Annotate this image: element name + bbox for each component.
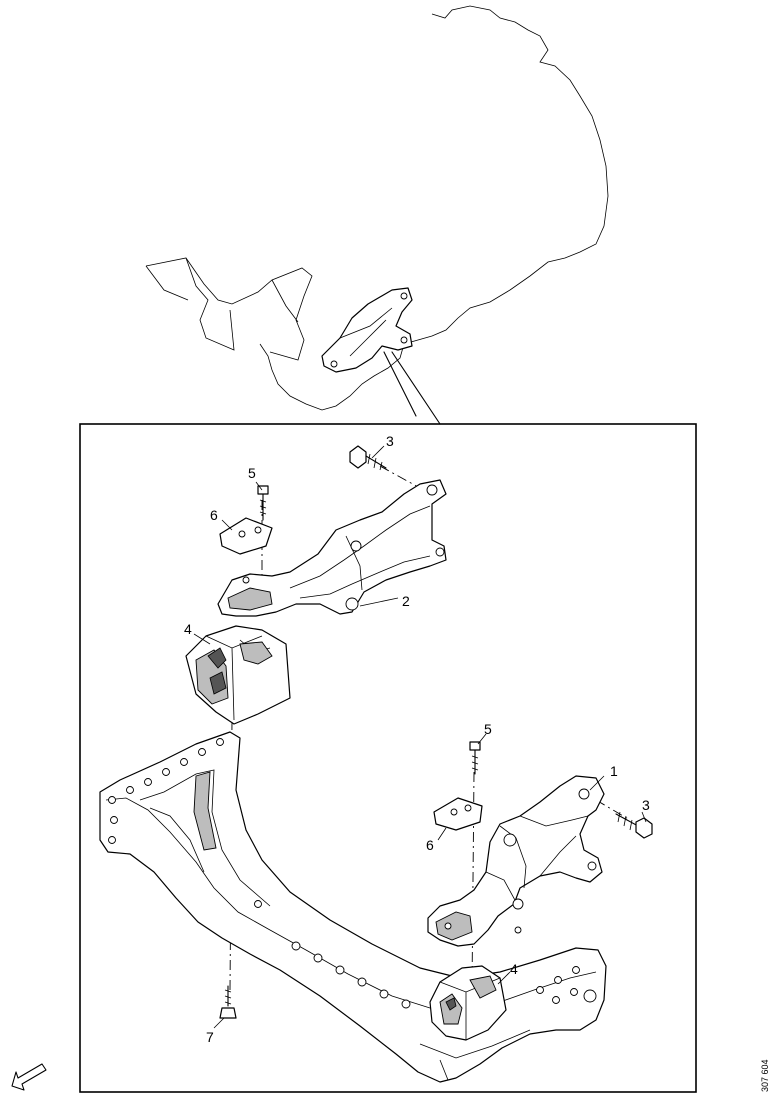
- detail-frame: [79, 423, 697, 1093]
- callout-plate-right: 6: [426, 837, 434, 853]
- mount-right-part: [429, 965, 507, 1041]
- callout-screw-right: 5: [484, 721, 492, 737]
- detail-leader: [383, 351, 441, 425]
- callout-plate-left: 6: [210, 507, 218, 523]
- callout-mount-left: 4: [184, 621, 192, 637]
- callout-bracket-rear: 1: [610, 763, 618, 779]
- bracket-front-part: [217, 479, 447, 617]
- callout-bolt-right: 3: [642, 797, 650, 813]
- cross-member: [99, 731, 607, 1083]
- callout-leaders: [193, 445, 647, 1029]
- callout-mount-right: 4: [510, 961, 518, 977]
- document-number: 307 604: [760, 1059, 770, 1092]
- bolt-upper-part: [349, 445, 387, 471]
- direction-arrow-icon: [11, 1063, 47, 1091]
- plate-upper-part: [219, 517, 273, 555]
- engine-bracket-detail: [321, 287, 413, 373]
- engine-outline: [145, 5, 609, 411]
- plate-right-part: [433, 797, 483, 831]
- mount-left-part: [185, 625, 291, 725]
- callout-bolt-top: 3: [386, 433, 394, 449]
- bracket-rear-part: [427, 775, 605, 947]
- callout-bolt-bottom: 7: [206, 1029, 214, 1045]
- bolt-bottom-part: [219, 985, 237, 1019]
- screw-right-part: [469, 741, 481, 775]
- screw-upper-part: [257, 485, 269, 521]
- callout-screw-left: 5: [248, 465, 256, 481]
- bolt-right-part: [615, 811, 653, 839]
- callout-bracket-front: 2: [402, 593, 410, 609]
